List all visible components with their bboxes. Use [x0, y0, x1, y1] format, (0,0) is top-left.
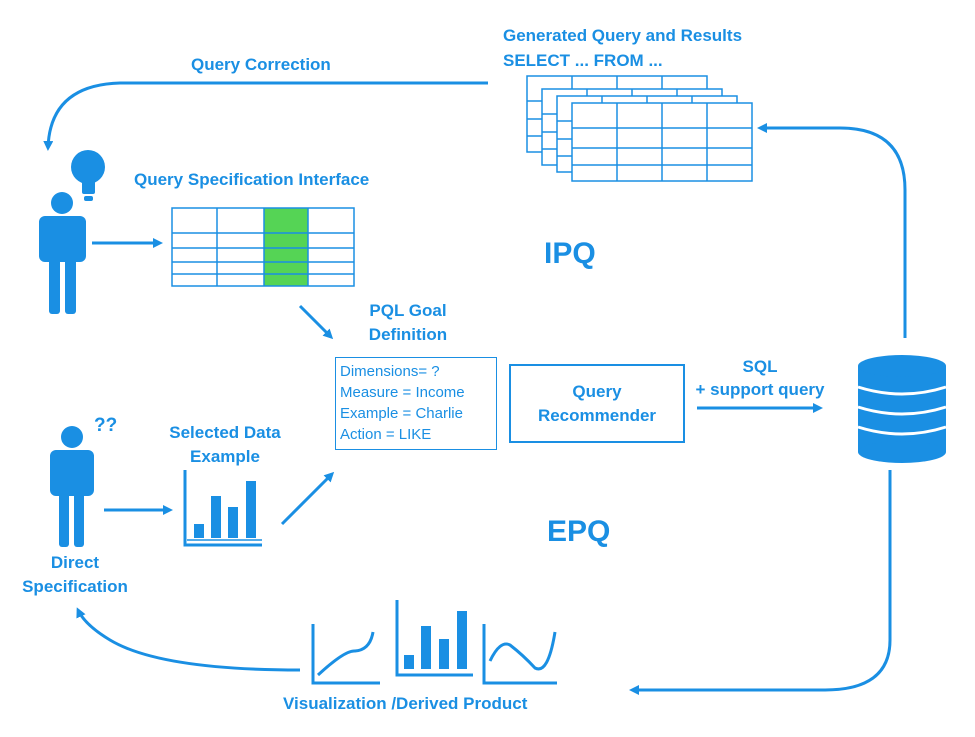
selected-data-line1: Selected Data	[169, 423, 281, 442]
pql-goal-box: Dimensions= ? Measure = Income Example =…	[335, 357, 497, 450]
visualization-label: Visualization /Derived Product	[283, 694, 528, 713]
pql-line-dimensions: Dimensions= ?	[340, 363, 440, 380]
selected-data-label: Selected Data Example	[150, 422, 300, 467]
database-to-visualization-arrow	[629, 470, 892, 695]
pql-line-example: Example = Charlie	[340, 405, 463, 422]
pql-goal-line2: Definition	[368, 325, 448, 344]
person-confused-icon	[50, 426, 94, 547]
sql-line1: SQL	[742, 357, 778, 376]
query-correction-label: Query Correction	[191, 55, 331, 74]
selected-data-line2: Example	[190, 447, 260, 466]
pql-goal-label: PQL Goal Definition	[350, 300, 466, 345]
table-stack-icon	[526, 75, 753, 182]
example-to-pql-arrow	[280, 471, 335, 526]
recommender-line2: Recommender	[537, 405, 657, 425]
pql-line-action: Action = LIKE	[340, 426, 432, 443]
direct-spec-line2: Specification	[22, 577, 128, 596]
database-icon	[857, 355, 947, 463]
ipq-label: IPQ	[544, 237, 596, 270]
sql-line2: + support query	[695, 380, 825, 399]
interface-to-pql-arrow	[298, 304, 334, 340]
visualization-to-person-arrow	[76, 607, 301, 672]
wave-chart-icon	[482, 624, 557, 685]
epq-label: EPQ	[547, 515, 611, 548]
generated-sql-text: SELECT ... FROM ...	[503, 51, 663, 70]
question-marks-label: ??	[94, 415, 118, 436]
database-to-results-arrow	[757, 123, 907, 338]
pql-line-measure: Measure = Income	[340, 384, 465, 401]
query-spec-interface-label: Query Specification Interface	[134, 170, 370, 189]
direct-spec-line1: Direct	[50, 553, 100, 572]
curve-chart-icon	[311, 624, 380, 685]
generated-query-title: Generated Query and Results	[503, 26, 743, 45]
bar-chart-icon	[183, 470, 262, 547]
sql-label: SQL + support query	[680, 356, 840, 400]
query-spec-table-icon	[171, 207, 355, 287]
query-correction-arrow	[43, 81, 488, 151]
recommender-line1: Query	[572, 381, 622, 401]
person-with-lightbulb-icon	[39, 150, 105, 314]
direct-spec-label: Direct Specification	[5, 552, 145, 597]
query-recommender-box: Query Recommender	[509, 364, 685, 443]
pql-goal-line1: PQL Goal	[369, 301, 447, 320]
visualization-bar-chart-icon	[395, 600, 473, 677]
